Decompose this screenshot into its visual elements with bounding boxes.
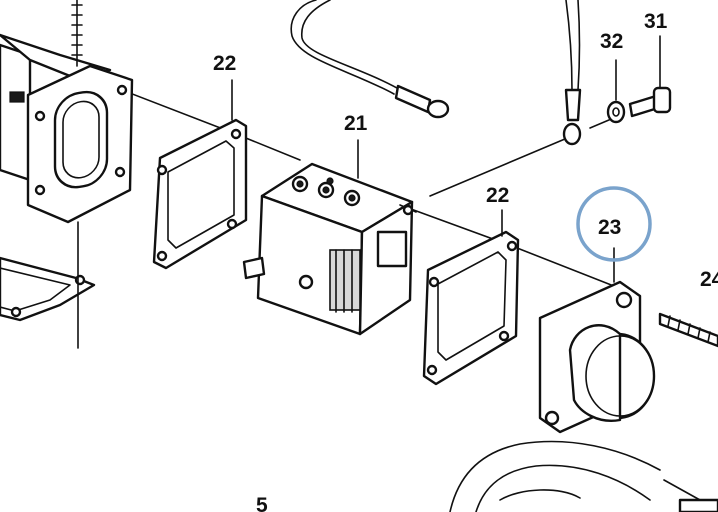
gasket-22-first <box>152 118 248 270</box>
callout-5: 5 <box>256 494 268 512</box>
callout-labels: 22 21 32 31 22 23 24 5 <box>213 10 718 512</box>
callout-24: 24 <box>700 268 718 291</box>
stud-24 <box>658 312 718 348</box>
callout-22-first: 22 <box>213 52 236 75</box>
valve-unit-21 <box>242 162 417 336</box>
washer-32 <box>606 100 626 124</box>
callout-32: 32 <box>600 30 623 53</box>
callout-23: 23 <box>598 216 621 239</box>
turbo-housing <box>449 440 718 512</box>
screw-31 <box>628 86 672 118</box>
highlight-ring <box>576 186 652 262</box>
callout-22-second: 22 <box>486 184 509 207</box>
callout-31: 31 <box>644 10 668 33</box>
leader-lines <box>231 35 661 283</box>
lower-left-gasket <box>0 221 96 349</box>
gasket-22-second <box>422 230 520 386</box>
left-flange-housing <box>0 0 134 224</box>
flange-pipe-23 <box>538 280 656 434</box>
ground-cable <box>290 0 582 146</box>
callout-21: 21 <box>344 112 368 135</box>
